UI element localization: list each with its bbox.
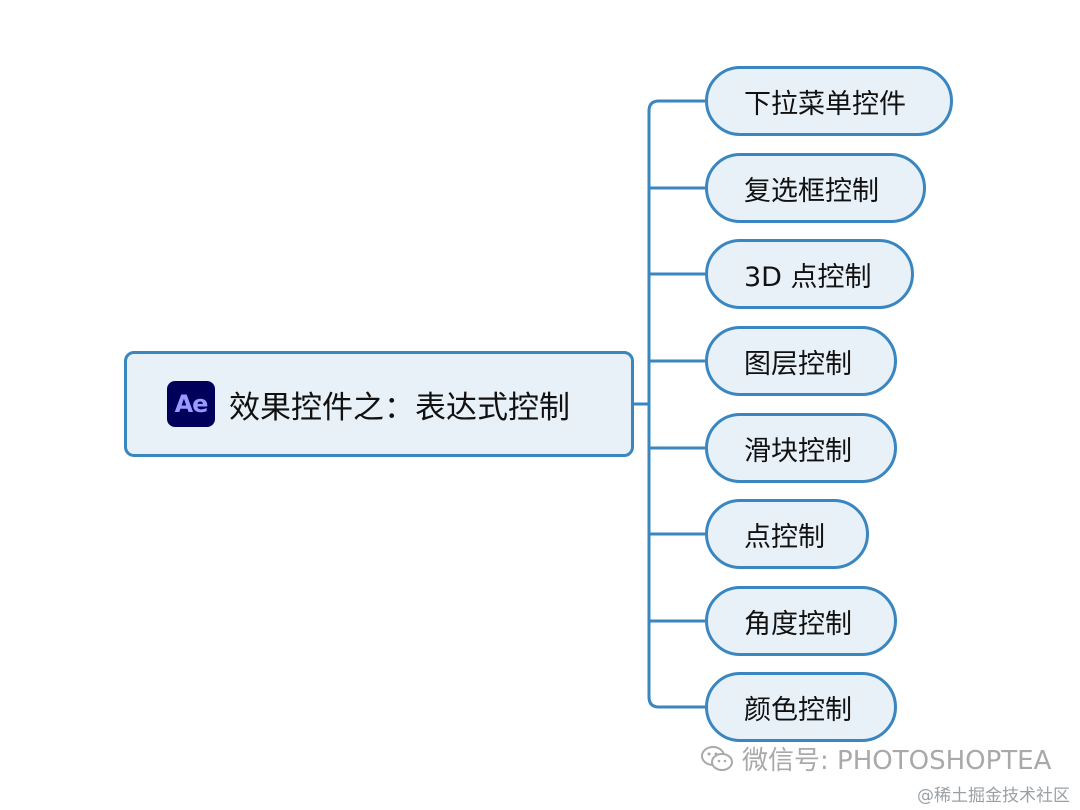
watermark-text: 微信号: PHOTOSHOPTEA xyxy=(742,746,1052,776)
branch-label: 颜色控制 xyxy=(744,694,852,726)
root-title: 效果控件之：表达式控制 xyxy=(229,389,570,426)
after-effects-logo: Ae xyxy=(167,381,215,427)
root-node[interactable]: Ae 效果控件之：表达式控制 xyxy=(124,351,634,457)
footer-credit: @稀土掘金技术社区 xyxy=(917,786,1070,806)
branch-node-angle[interactable]: 角度控制 xyxy=(705,586,897,656)
branch-node-color[interactable]: 颜色控制 xyxy=(705,672,897,742)
branch-label: 点控制 xyxy=(744,521,825,553)
branch-node-layer[interactable]: 图层控制 xyxy=(705,326,897,396)
branch-node-checkbox[interactable]: 复选框控制 xyxy=(705,153,926,223)
branch-node-3d-point[interactable]: 3D 点控制 xyxy=(705,239,914,309)
branch-label: 角度控制 xyxy=(744,608,852,640)
wechat-watermark: 微信号: PHOTOSHOPTEA xyxy=(700,740,1051,777)
branch-label: 图层控制 xyxy=(744,348,852,380)
branch-label: 复选框控制 xyxy=(744,175,879,207)
branch-label: 滑块控制 xyxy=(744,435,852,467)
branch-node-point[interactable]: 点控制 xyxy=(705,499,869,569)
connector-spine xyxy=(647,99,705,709)
branch-node-dropdown-menu[interactable]: 下拉菜单控件 xyxy=(705,66,953,136)
wechat-icon xyxy=(701,745,733,771)
branch-node-slider[interactable]: 滑块控制 xyxy=(705,413,897,483)
branch-label: 3D 点控制 xyxy=(744,261,872,293)
branch-label: 下拉菜单控件 xyxy=(744,88,906,120)
